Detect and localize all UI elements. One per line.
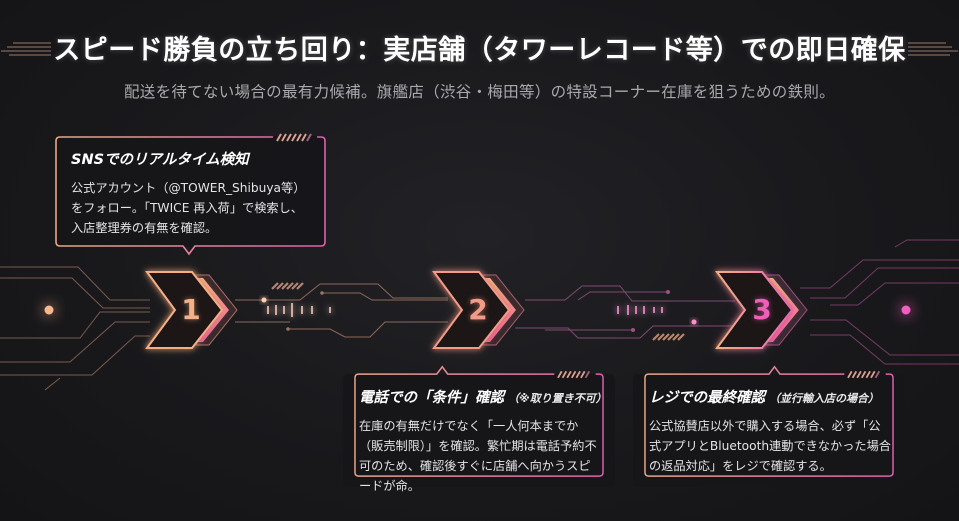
pulse-ticks-2 bbox=[617, 305, 663, 315]
step-number-3: 3 bbox=[752, 293, 772, 326]
end-node-icon bbox=[901, 305, 911, 315]
hatch-stripes-icon bbox=[271, 282, 304, 290]
title-text: レジでの最終確認 bbox=[649, 390, 765, 406]
speed-lines-icon bbox=[1, 42, 52, 56]
step-card-1-title: SNSでのリアルタイム検知 bbox=[71, 148, 312, 169]
hatch-stripes-icon bbox=[652, 333, 685, 341]
step-number-2: 2 bbox=[468, 293, 488, 326]
step-card-2-title: 電話での「条件」確認 （※取り置き不可） bbox=[359, 386, 607, 407]
left-circuit-traces bbox=[0, 266, 150, 391]
hatch-stripes-icon bbox=[276, 133, 312, 142]
page-subtitle: 配送を待てない場合の最有力候補。旗艦店（渋谷・梅田等）の特設コーナー在庫を狙うた… bbox=[123, 83, 835, 101]
step-number-1: 1 bbox=[181, 293, 201, 326]
title-note: （並行輸入店の場合） bbox=[769, 392, 879, 405]
step-card-3-body: 公式協賛店以外で購入する場合、必ず「公式アプリとBluetooth連動できなかっ… bbox=[649, 419, 891, 473]
step-card-2-body: 在庫の有無だけでなく「一人何本までか（販売制限）」を確認。繁忙期は電話予約不可の… bbox=[359, 419, 597, 493]
mid-circuit-traces-2 bbox=[515, 285, 735, 339]
chevron-step-1-icon bbox=[145, 271, 238, 349]
page-title-text: スピード勝負の立ち回り：実店舗（タワーレコード等）での即日確保 bbox=[53, 35, 906, 66]
page-title: スピード勝負の立ち回り：実店舗（タワーレコード等）での即日確保 bbox=[1, 28, 958, 67]
title-text: SNSでのリアルタイム検知 bbox=[71, 152, 249, 168]
start-node-icon bbox=[44, 305, 54, 315]
speed-lines-icon bbox=[907, 42, 958, 56]
mid-circuit-traces-1 bbox=[235, 283, 448, 338]
step-card-3: レジでの最終確認 （並行輸入店の場合） 公式協賛店以外で購入する場合、必ず「公式ア… bbox=[633, 365, 905, 487]
title-note: （※取り置き不可） bbox=[508, 392, 607, 405]
step-card-2: 電話での「条件」確認 （※取り置き不可） 在庫の有無だけでなく「一人何本までか（販… bbox=[343, 365, 615, 493]
pulse-ticks-1 bbox=[267, 303, 331, 317]
step-card-3-title: レジでの最終確認 （並行輸入店の場合） bbox=[649, 386, 891, 407]
chevron-step-2-icon bbox=[432, 271, 525, 349]
title-text: 電話での「条件」確認 bbox=[359, 390, 504, 406]
step-card-1-body: 公式アカウント（@TOWER_Shibuya等）をフォロー。「TWICE 再入荷… bbox=[71, 181, 306, 235]
chevron-step-3-icon bbox=[715, 271, 808, 349]
step-card-1: SNSでのリアルタイム検知 公式アカウント（@TOWER_Shibuya等）をフ… bbox=[55, 133, 326, 256]
right-circuit-traces bbox=[800, 239, 959, 365]
header: スピード勝負の立ち回り：実店舗（タワーレコード等）での即日確保 bbox=[0, 28, 959, 67]
